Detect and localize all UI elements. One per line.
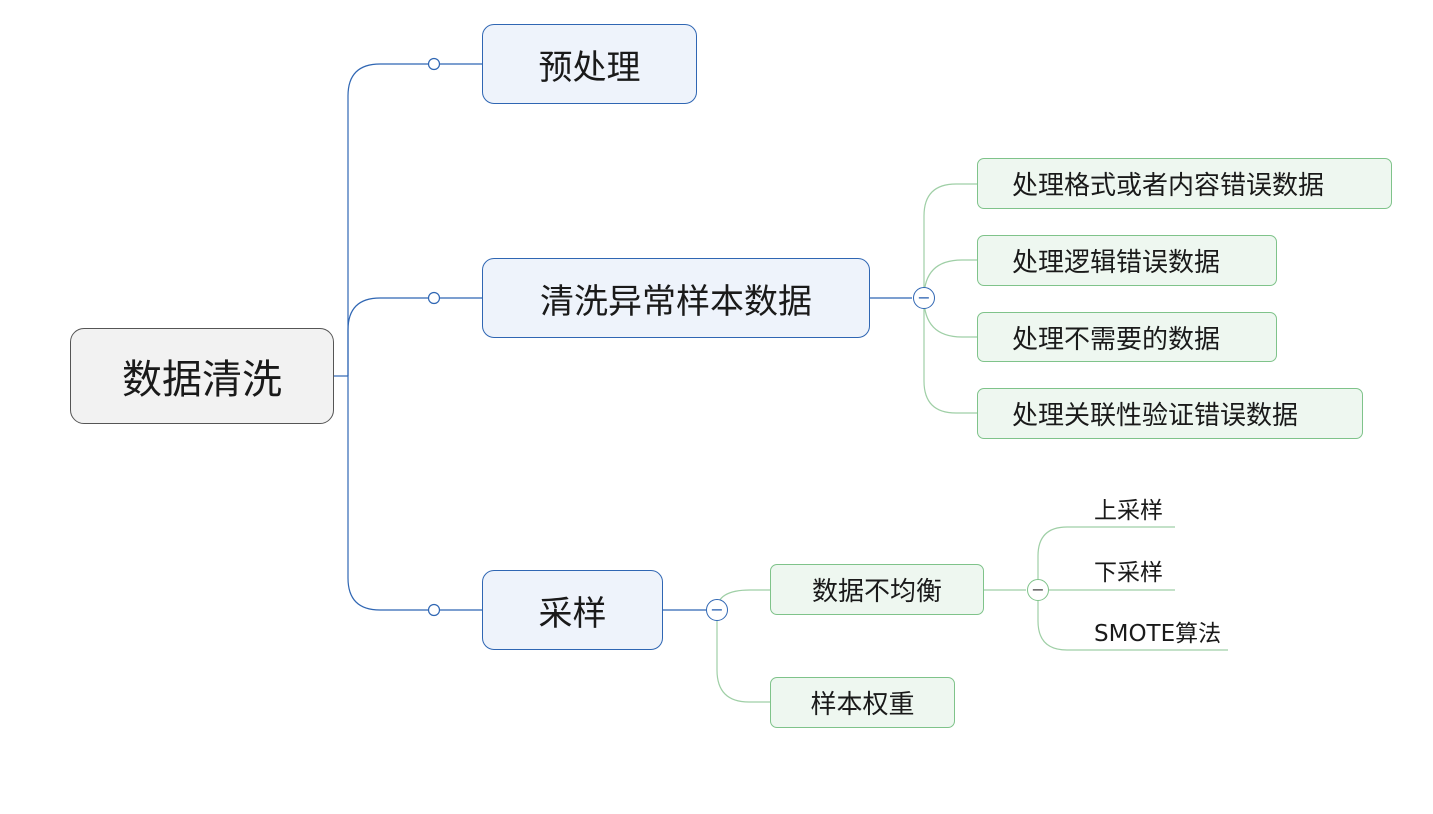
link-clean-child-1 xyxy=(923,183,977,298)
port-dot-clean-outliers xyxy=(427,291,441,305)
subtopic-label: 数据不均衡 xyxy=(811,577,942,607)
subtopic-label: 处理不需要的数据 xyxy=(1012,324,1221,355)
minus-icon: − xyxy=(917,288,931,307)
subtopic-label: 处理格式或者内容错误数据 xyxy=(1012,171,1325,201)
subtopic-logic-errors[interactable]: 处理逻辑错误数据 xyxy=(977,235,1277,286)
leaf-upsample[interactable]: 上采样 xyxy=(1090,493,1180,527)
collapse-toggle-sampling[interactable]: − xyxy=(706,599,728,621)
port-dot-preprocess xyxy=(427,57,441,71)
subtopic-unneeded-data[interactable]: 处理不需要的数据 xyxy=(977,312,1277,362)
minus-icon: − xyxy=(710,600,724,619)
branch-label: 采样 xyxy=(538,593,607,634)
subtopic-sample-weight[interactable]: 样本权重 xyxy=(770,677,955,728)
link-root-sampling xyxy=(347,376,482,611)
subtopic-label: 处理关联性验证错误数据 xyxy=(1012,401,1299,431)
subtopic-label: 样本权重 xyxy=(810,690,915,720)
branch-label: 预处理 xyxy=(538,47,641,88)
collapse-toggle-imbalance[interactable]: − xyxy=(1027,579,1049,601)
link-leaf-smote xyxy=(1037,590,1228,651)
link-root-clean-outliers xyxy=(347,297,482,376)
branch-label: 清洗异常样本数据 xyxy=(540,281,812,322)
branch-node-sampling[interactable]: 采样 xyxy=(482,570,663,650)
root-label: 数据清洗 xyxy=(122,357,282,403)
leaf-smote[interactable]: SMOTE算法 xyxy=(1090,616,1230,650)
subtopic-correlation-errors[interactable]: 处理关联性验证错误数据 xyxy=(977,388,1363,439)
collapse-toggle-clean-outliers[interactable]: − xyxy=(913,287,935,309)
root-node[interactable]: 数据清洗 xyxy=(70,328,334,424)
subtopic-data-imbalance[interactable]: 数据不均衡 xyxy=(770,564,984,615)
link-sampling-weight xyxy=(716,610,770,703)
port-dot-sampling xyxy=(427,603,441,617)
branch-node-preprocess[interactable]: 预处理 xyxy=(482,24,697,104)
link-clean-child-4 xyxy=(923,298,977,414)
subtopic-format-content-errors[interactable]: 处理格式或者内容错误数据 xyxy=(977,158,1392,209)
leaf-label: SMOTE算法 xyxy=(1094,621,1222,647)
subtopic-label: 处理逻辑错误数据 xyxy=(1012,248,1221,278)
leaf-label: 下采样 xyxy=(1094,560,1163,586)
link-root-preprocess xyxy=(347,63,482,376)
branch-node-clean-outliers[interactable]: 清洗异常样本数据 xyxy=(482,258,870,338)
link-leaf-upsample xyxy=(1037,526,1175,590)
minus-icon: − xyxy=(1031,580,1045,599)
leaf-downsample[interactable]: 下采样 xyxy=(1090,555,1180,589)
leaf-label: 上采样 xyxy=(1094,498,1163,524)
